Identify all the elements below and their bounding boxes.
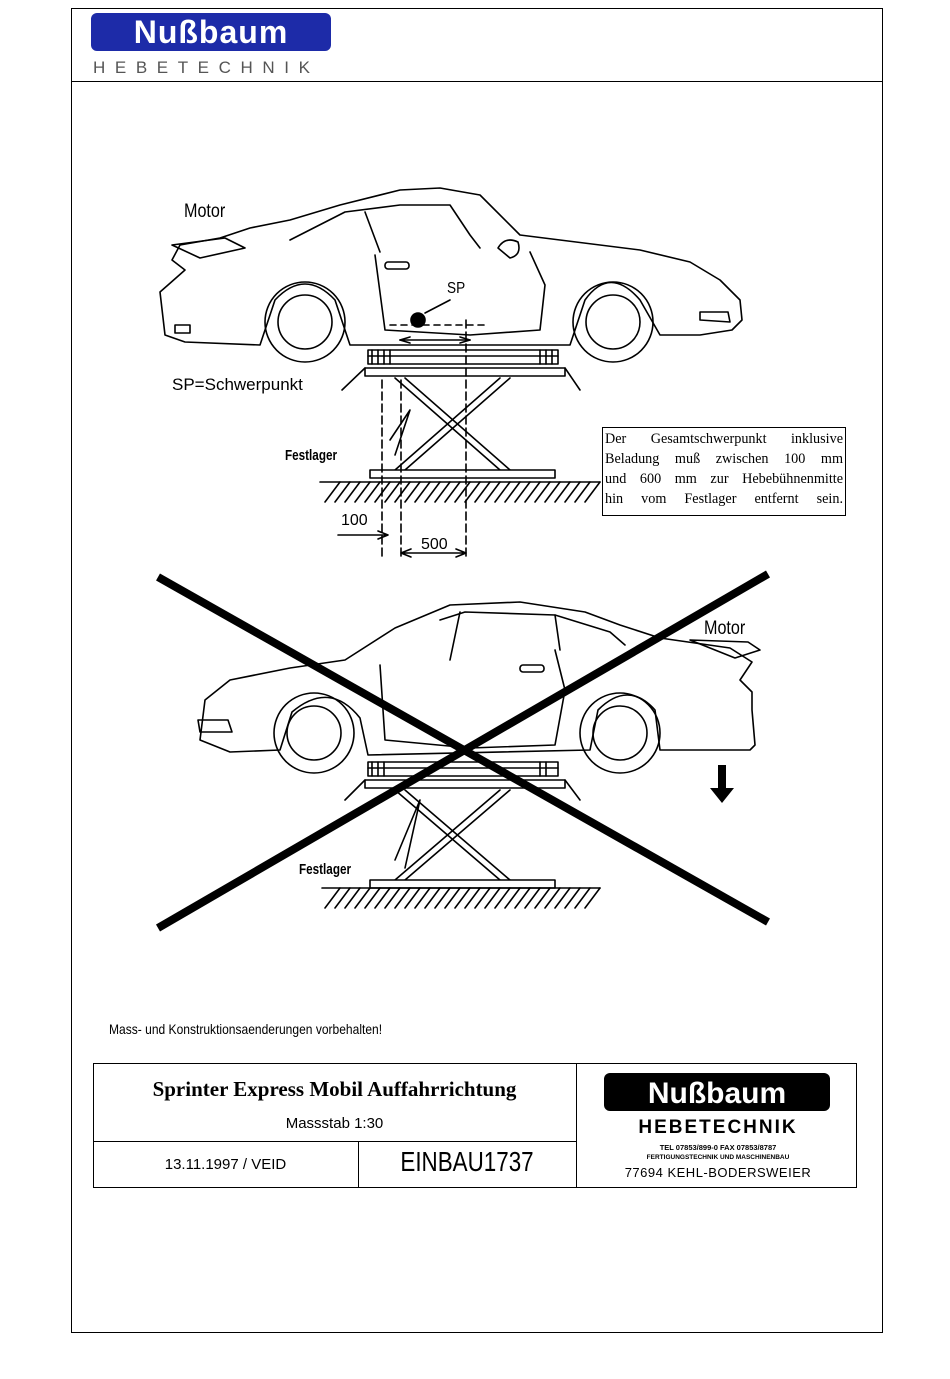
top-lift bbox=[319, 319, 601, 561]
company-business: FERTIGUNGSTECHNIK UND MASCHINENBAU bbox=[646, 1154, 790, 1161]
top-car-window-rear bbox=[364, 211, 381, 253]
top-car-door-handle bbox=[384, 261, 410, 270]
brand-subtitle: HEBETECHNIK bbox=[93, 58, 320, 77]
dim-100-line bbox=[337, 530, 389, 540]
company-address: 77694 KEHL-BODERSWEIER bbox=[624, 1165, 812, 1180]
top-car-wheel-rear bbox=[264, 281, 346, 363]
bottom-car-door-handle bbox=[519, 664, 545, 673]
drawing-date: 13.11.1997 / VEID bbox=[164, 1156, 287, 1173]
bottom-car-wheel-front bbox=[273, 692, 355, 774]
header-divider bbox=[71, 81, 883, 82]
down-arrow-icon bbox=[710, 765, 734, 803]
company-contact: TEL 07853/899-0 FAX 07853/8787 bbox=[659, 1143, 777, 1152]
top-car-door bbox=[374, 251, 546, 336]
title-block-divider bbox=[576, 1063, 577, 1188]
bottom-lift bbox=[321, 761, 601, 909]
drawing-scale: Massstab 1:30 bbox=[285, 1115, 384, 1132]
company-logo-text: Nußbaum bbox=[648, 1077, 786, 1110]
brand-logo: Nußbaum bbox=[91, 13, 331, 51]
drawing-number: EINBAU1737 bbox=[400, 1146, 534, 1177]
top-motor-label: Motor bbox=[184, 201, 226, 222]
top-car-body bbox=[159, 187, 743, 346]
dim-100-label: 100 bbox=[341, 512, 368, 529]
top-car-window bbox=[289, 204, 481, 249]
page-frame bbox=[71, 8, 883, 1333]
company-subtitle: HEBETECHNIK bbox=[638, 1117, 798, 1138]
company-logo: Nußbaum bbox=[604, 1073, 830, 1111]
bottom-car-body bbox=[199, 601, 756, 756]
top-car-spoiler bbox=[171, 237, 246, 259]
dim-500-label: 500 bbox=[421, 536, 448, 553]
title-block-divider bbox=[358, 1141, 359, 1188]
cross-out-mark bbox=[155, 570, 771, 932]
title-block bbox=[93, 1063, 857, 1188]
bottom-motor-label: Motor bbox=[704, 618, 746, 639]
top-festlager-label: Festlager bbox=[285, 447, 338, 464]
brand-logo-text: Nußbaum bbox=[134, 14, 289, 50]
title-block-divider bbox=[93, 1141, 576, 1142]
bottom-car-spoiler bbox=[689, 639, 761, 659]
note-line: und 600 mm zur Hebebühnenmitte bbox=[605, 471, 843, 487]
sp-marker bbox=[410, 312, 426, 328]
note-line: Der Gesamtschwerpunkt inklusive bbox=[605, 431, 843, 447]
dim-500-line bbox=[400, 548, 467, 558]
sp-legend: SP=Schwerpunkt bbox=[172, 375, 303, 394]
bottom-car-wheel-rear bbox=[579, 692, 661, 774]
bottom-festlager-label: Festlager bbox=[299, 861, 352, 878]
top-car-wheel-front bbox=[572, 281, 654, 363]
bottom-car bbox=[197, 601, 761, 774]
center-of-gravity-note: Der Gesamtschwerpunkt inklusive Beladung… bbox=[602, 427, 846, 516]
reservation-note: Mass- und Konstruktionsaenderungen vorbe… bbox=[109, 1021, 383, 1037]
top-car bbox=[159, 187, 743, 363]
bottom-car-door bbox=[379, 649, 566, 749]
note-line: Beladung muß zwischen 100 mm bbox=[605, 451, 843, 467]
drawing-title: Sprinter Express Mobil Auffahrrichtung bbox=[152, 1077, 517, 1101]
sp-label: SP bbox=[447, 280, 466, 297]
top-car-mirror bbox=[497, 239, 520, 259]
note-line: hin vom Festlager entfernt sein. bbox=[605, 491, 843, 507]
